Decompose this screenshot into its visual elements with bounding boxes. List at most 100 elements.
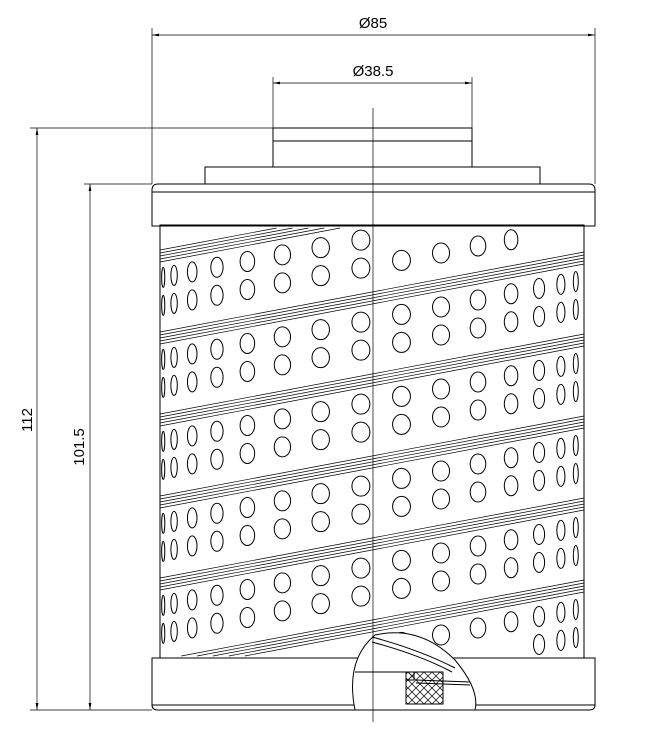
perforation-hole: [351, 393, 371, 415]
perforation-hole: [556, 465, 566, 487]
perforation-hole: [503, 529, 519, 551]
perforation-hole: [311, 401, 330, 423]
perforation-hole: [469, 399, 487, 421]
perforation-hole: [533, 441, 546, 463]
spiral-band-line: [159, 333, 585, 415]
perforation-hole: [186, 343, 198, 365]
perforation-hole: [161, 594, 166, 616]
perforation-hole: [392, 467, 411, 489]
perforation-hole: [273, 436, 292, 458]
spiral-band-line: [159, 227, 341, 263]
perforation-hole: [311, 565, 330, 587]
perforation-hole: [469, 617, 487, 639]
perforation-hole: [556, 437, 566, 459]
perforation-hole: [469, 317, 487, 339]
spiral-band-line: [159, 342, 585, 424]
spiral-band-line: [159, 500, 585, 582]
dimension-body-height: 101.5: [71, 183, 152, 710]
perforation-hole: [432, 242, 451, 264]
dimension-total-height: 112: [19, 127, 273, 711]
perforation-hole: [186, 289, 198, 311]
perforation-hole: [392, 249, 411, 271]
spiral-band-line: [159, 421, 585, 503]
perforation-hole: [432, 324, 451, 346]
perforation-hole: [351, 311, 371, 333]
perforation-hole: [572, 463, 579, 485]
spiral-band-line: [159, 336, 585, 418]
perforation-hole: [239, 361, 256, 383]
spiral-band-line: [159, 251, 585, 333]
spiral-band-line: [159, 227, 325, 260]
perforation-hole: [392, 549, 411, 571]
spiral-band-line: [159, 257, 585, 339]
spiral-band-line: [159, 339, 585, 421]
spiral-band-line: [159, 345, 585, 427]
perforation-hole: [273, 518, 292, 540]
perforation-hole: [186, 261, 198, 283]
dimension-outer-diameter: Ø85: [151, 15, 596, 184]
perforation-hole: [432, 460, 451, 482]
perforation-hole: [239, 415, 256, 437]
perforation-hole: [170, 620, 178, 642]
perforation-hole: [210, 612, 224, 634]
dimension-boss-diameter: Ø38.5: [272, 63, 473, 128]
perforation-hole: [273, 244, 292, 266]
perforation-hole: [503, 311, 519, 333]
perforation-hole: [161, 540, 166, 562]
perforation-hole: [469, 235, 487, 257]
perforation-hole: [161, 430, 166, 452]
perforation-hole: [432, 378, 451, 400]
perforation-hole: [392, 413, 411, 435]
perforation-hole: [503, 475, 519, 497]
perforation-hole: [186, 425, 198, 447]
perforation-hole: [351, 421, 371, 443]
perforation-hole: [170, 264, 178, 286]
perforation-hole: [210, 584, 224, 606]
perforation-hole: [186, 371, 198, 393]
top-end-cap: [151, 127, 596, 227]
perforation-hole: [239, 579, 256, 601]
perforation-hole: [170, 592, 178, 614]
dimension-label: 101.5: [71, 428, 88, 466]
spiral-band-line: [181, 579, 585, 657]
perforation-hole: [392, 577, 411, 599]
perforation-hole: [432, 570, 451, 592]
perforation-hole: [469, 563, 487, 585]
perforation-hole: [311, 483, 330, 505]
perforation-hole: [210, 366, 224, 388]
spiral-band-line: [159, 227, 277, 251]
perforation-hole: [351, 229, 371, 251]
perforation-hole: [186, 453, 198, 475]
perforation-hole: [239, 525, 256, 547]
perforation-hole: [186, 617, 198, 639]
perforation-hole: [432, 624, 451, 646]
spiral-band-line: [159, 424, 585, 506]
perforation-hole: [273, 572, 292, 594]
perforation-hole: [533, 469, 546, 491]
perforation-hole: [469, 481, 487, 503]
perforation-hole: [533, 523, 546, 545]
perforation-hole: [311, 511, 330, 533]
perforation-hole: [556, 629, 566, 651]
perforation-hole: [311, 265, 330, 287]
perforation-hole: [572, 271, 579, 293]
perforation-hole: [170, 456, 178, 478]
perforation-hole: [556, 601, 566, 623]
perforation-hole: [503, 365, 519, 387]
perforation-hole: [239, 607, 256, 629]
perforation-hole: [392, 385, 411, 407]
spiral-band-line: [159, 227, 293, 254]
perforation-hole: [311, 429, 330, 451]
perforation-hole: [273, 600, 292, 622]
perforation-hole: [210, 420, 224, 442]
perforation-hole: [186, 507, 198, 529]
perforation-hole: [432, 406, 451, 428]
perforation-hole: [210, 502, 224, 524]
perforation-hole: [572, 353, 579, 375]
perforation-hole: [392, 331, 411, 353]
perforation-hole: [170, 428, 178, 450]
perforation-hole: [351, 475, 371, 497]
perforation-hole: [170, 510, 178, 532]
perforation-hole: [503, 283, 519, 305]
